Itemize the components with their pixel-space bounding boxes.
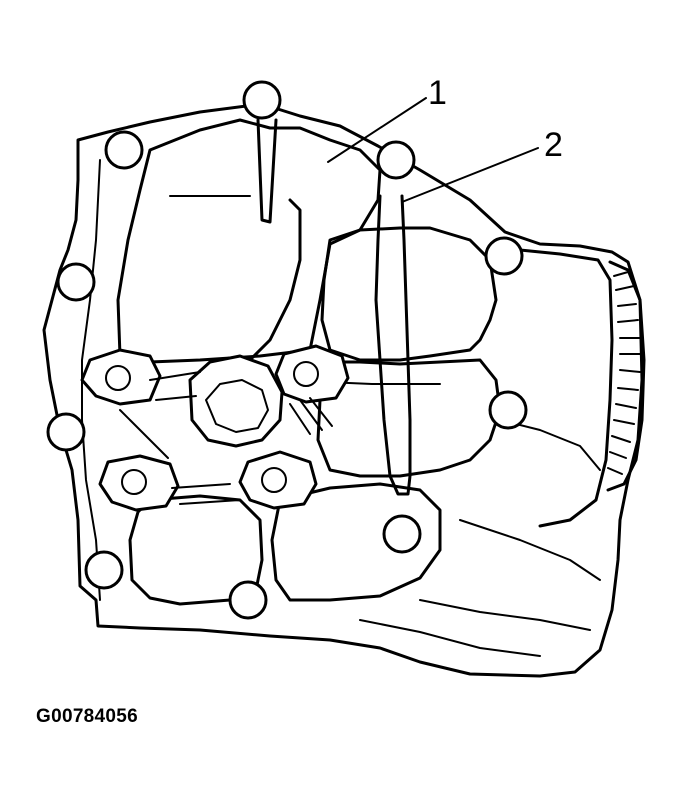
bolt-icon (56, 262, 96, 302)
callout-2-number: 2 (544, 126, 563, 164)
figure-code: G00784056 (36, 706, 139, 727)
case-hatch-ribs (119, 371, 333, 505)
bolt-icon (382, 514, 422, 554)
boss-left-upper-hole (105, 365, 131, 391)
case-upper-pocket (116, 118, 382, 364)
bolt-heads (46, 80, 528, 620)
bolt-icon (84, 550, 124, 590)
boss-left-upper (80, 348, 162, 406)
case-right-pocket (320, 226, 498, 362)
boss-right-upper-hole (293, 361, 319, 387)
gear-ring (606, 260, 646, 492)
boss-right-upper (274, 344, 350, 404)
bolt-icon (488, 390, 528, 430)
bolt-icon (104, 130, 144, 170)
gear-teeth (607, 271, 641, 475)
case-right-pocket-lower (316, 358, 502, 478)
case-top-rib (256, 118, 278, 224)
case-left-flange (81, 159, 101, 601)
callout-1-number: 1 (428, 74, 447, 112)
bolt-icon (376, 140, 416, 180)
case-shaft-stem (374, 194, 412, 496)
boss-right-lower-hole (261, 467, 287, 493)
case-center-bearing-inner (205, 379, 269, 433)
case-bell-housing (518, 248, 614, 528)
case-center-bearing-boss (188, 354, 284, 448)
callout-1-leader (327, 97, 427, 163)
case-lower-mid-pocket (270, 482, 442, 602)
bolt-icon (228, 580, 268, 620)
bolt-icon (242, 80, 282, 120)
boss-right-lower (238, 450, 318, 510)
bolt-icon (484, 236, 524, 276)
case-bell-housing-rib (359, 419, 601, 657)
callout-2-leader (401, 147, 539, 203)
boss-left-lower-hole (121, 469, 147, 495)
bolt-icon (46, 412, 86, 452)
boss-left-lower (98, 454, 180, 512)
case-central-web (248, 198, 302, 362)
